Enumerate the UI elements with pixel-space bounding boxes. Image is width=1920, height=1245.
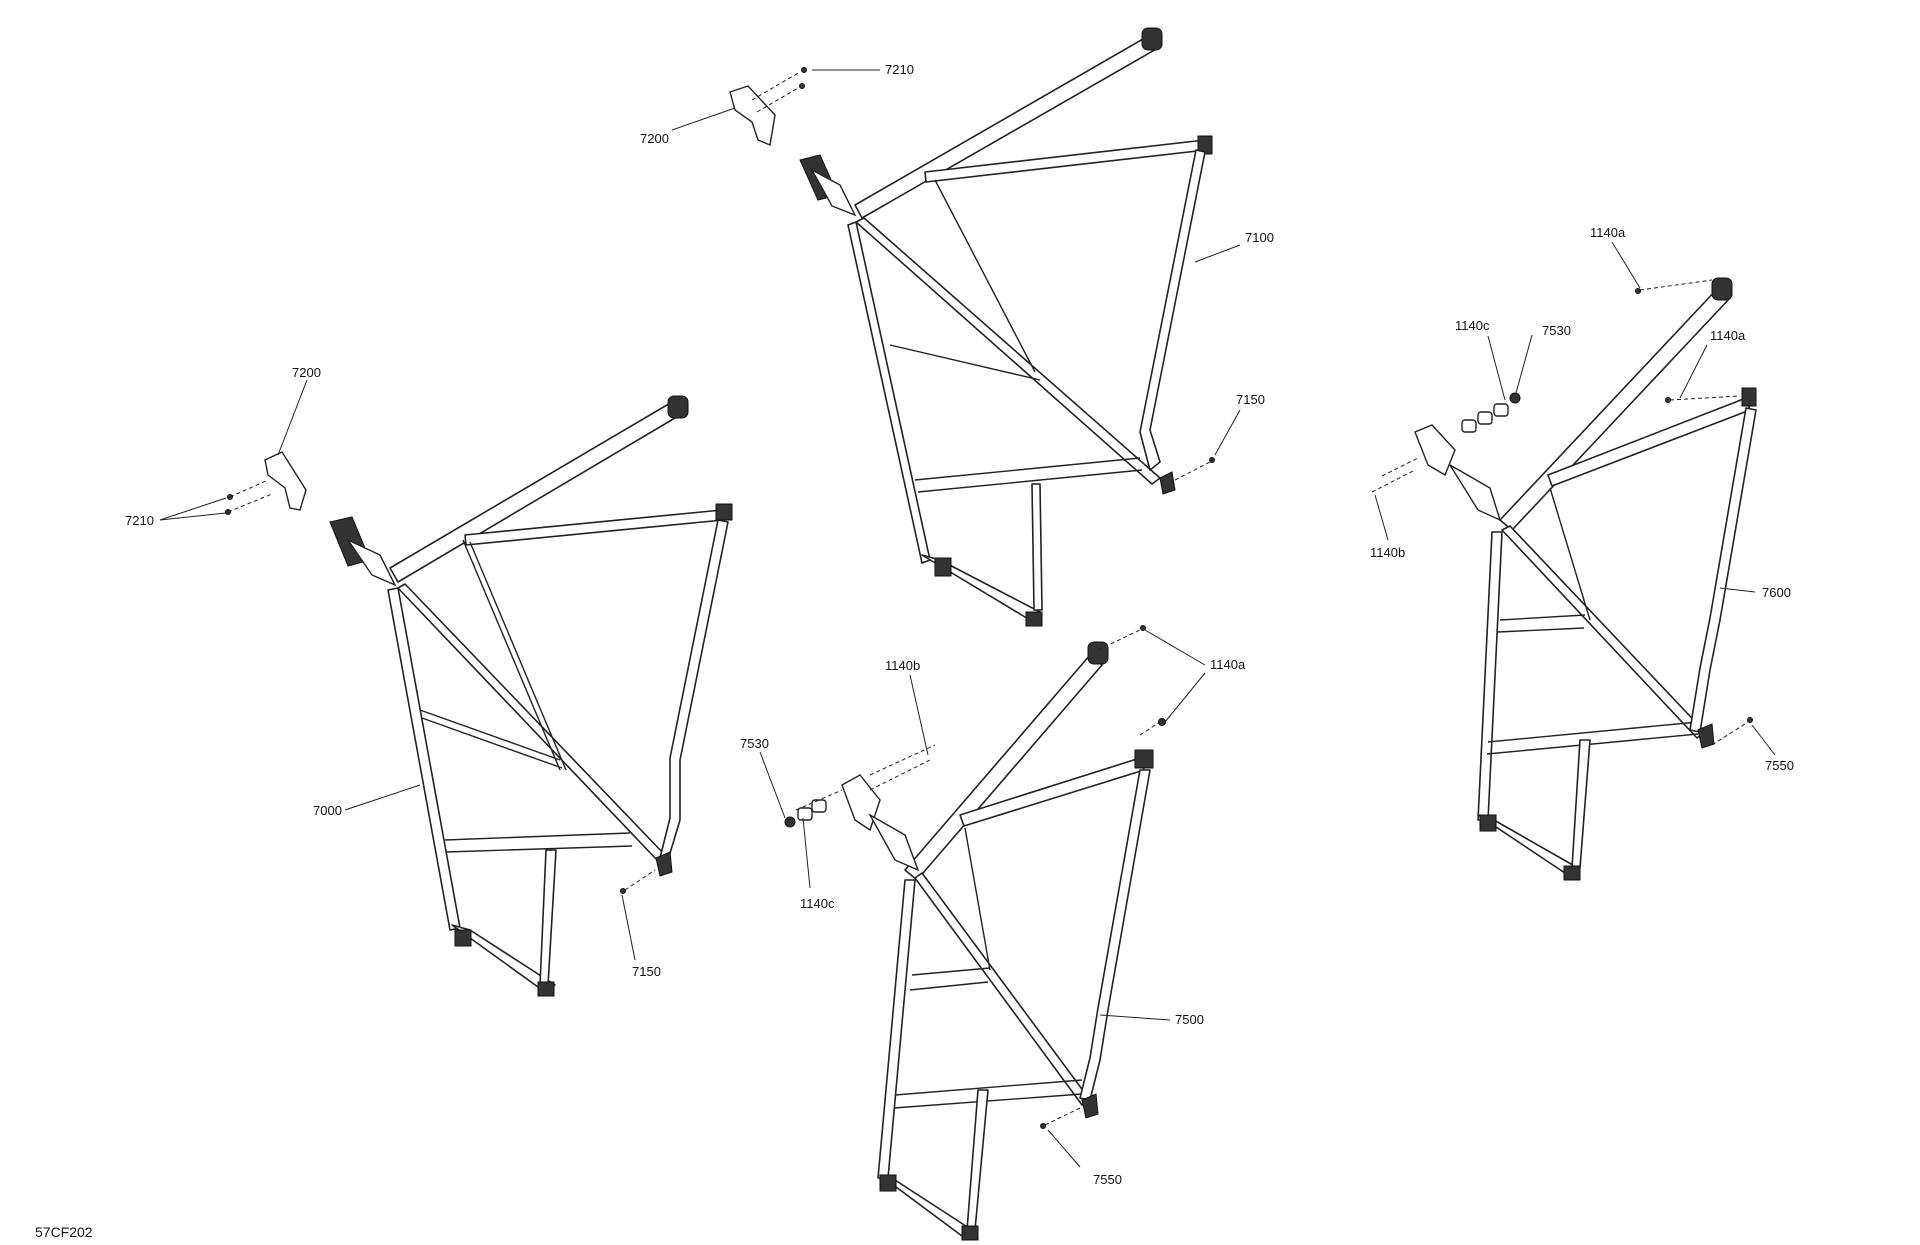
callout-7530-right: 7530	[1542, 323, 1571, 338]
callout-7500: 7500	[1175, 1012, 1204, 1027]
seat-belt-assembly-7600	[1371, 277, 1757, 881]
callout-7210-left: 7210	[125, 513, 154, 528]
seat-belt-assembly-7100	[729, 27, 1215, 627]
callout-1140b-mid: 1140b	[885, 658, 920, 673]
callout-1140c-mid: 1140c	[800, 896, 835, 911]
callout-7600: 7600	[1762, 585, 1791, 600]
callout-7100: 7100	[1245, 230, 1274, 245]
callout-1140b-right: 1140b	[1370, 545, 1405, 560]
callout-7150-left: 7150	[632, 964, 661, 979]
callout-7200-top: 7200	[640, 131, 669, 146]
callout-7000: 7000	[313, 803, 342, 818]
figure-code: 57CF202	[35, 1224, 93, 1240]
seat-belt-assembly-7500	[784, 625, 1166, 1241]
callout-1140a-mid: 1140a	[1210, 657, 1246, 672]
callout-7530-mid: 7530	[740, 736, 769, 751]
callout-7550-mid: 7550	[1093, 1172, 1122, 1187]
callout-1140c-right: 1140c	[1455, 318, 1490, 333]
callout-7550-right: 7550	[1765, 758, 1794, 773]
callout-7210-top: 7210	[885, 62, 914, 77]
callout-7200-left: 7200	[292, 365, 321, 380]
callout-1140a-right-top: 1140a	[1590, 225, 1626, 240]
seat-belt-assembly-7000	[225, 395, 733, 997]
callout-1140a-right: 1140a	[1710, 328, 1746, 343]
callout-7150-top: 7150	[1236, 392, 1265, 407]
